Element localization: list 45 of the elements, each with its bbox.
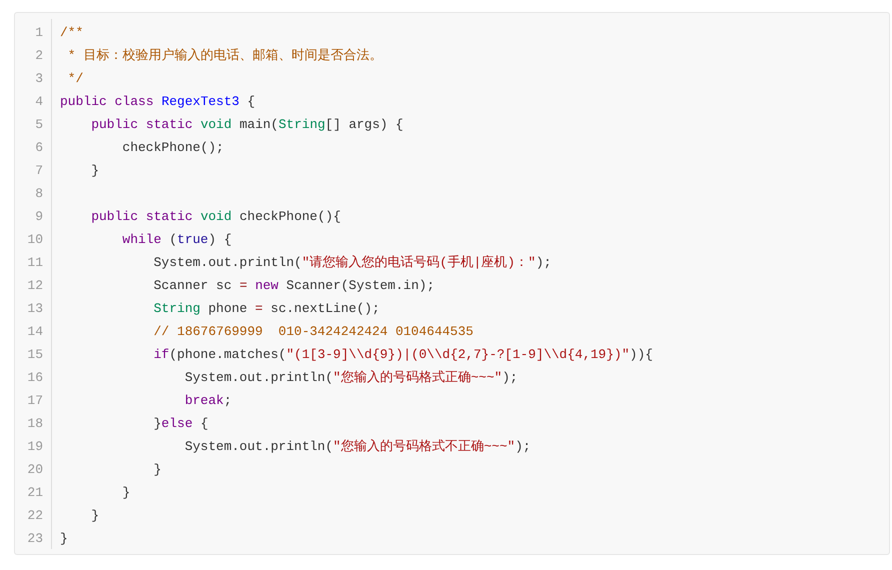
code-line: } [154,462,162,478]
code-line: System.out.println("您输入的号码格式正确~~~"); [184,370,518,386]
code-line: if(phone.matches("(1[3-9]\\d{9})|(0\\d{2,7}-?[1-9]\\d{4,19})")){ [154,347,653,363]
code-line: System.out.println("请您输入您的电话号码(手机|座机)："); [154,255,552,271]
line-number: 10 [26,232,43,248]
line-number: 1 [34,25,43,41]
line-number: 6 [34,140,43,156]
line-number: 2 [34,48,43,64]
code-line: String phone = sc.nextLine(); [154,301,380,317]
line-number: 11 [26,255,43,271]
code-line: } [60,531,68,547]
line-number: 4 [34,94,43,110]
line-number: 22 [26,508,43,524]
line-number: 19 [26,439,43,455]
code-line: public static void main(String[] args) { [91,117,404,133]
code-line: } [122,485,130,501]
code-line: } [91,163,100,179]
code-line: checkPhone(); [122,140,224,156]
code-line: } [91,508,100,524]
line-number: 7 [34,163,43,179]
line-number: 5 [34,117,43,133]
code-line: System.out.println("您输入的号码格式不正确~~~"); [184,439,531,455]
line-number: 12 [26,278,43,294]
line-number: 18 [26,416,43,432]
line-number: 21 [26,485,43,501]
line-number: 15 [26,347,43,363]
line-number: 23 [26,531,43,547]
line-number: 17 [26,393,43,409]
code-line: // 18676769999 010-3424242424 0104644535 [154,324,474,340]
code-line: Scanner sc = new Scanner(System.in); [154,278,434,294]
line-number: 20 [26,462,43,478]
line-number: 16 [26,370,43,386]
line-number: 8 [34,186,43,202]
code-line: */ [68,71,84,87]
code-line: while (true) { [122,232,232,248]
line-number: 13 [26,301,43,317]
line-number: 14 [26,324,43,340]
line-number: 9 [34,209,43,225]
code-line: public static void checkPhone(){ [91,209,341,225]
code-line: public class RegexTest3 { [60,94,256,110]
code-line: break; [184,393,232,409]
code-line: }else { [154,416,208,432]
line-number: 3 [34,71,43,87]
code-line: * 目标：校验用户输入的电话、邮箱、时间是否合法。 [68,48,382,64]
code-line: /** [60,25,84,41]
